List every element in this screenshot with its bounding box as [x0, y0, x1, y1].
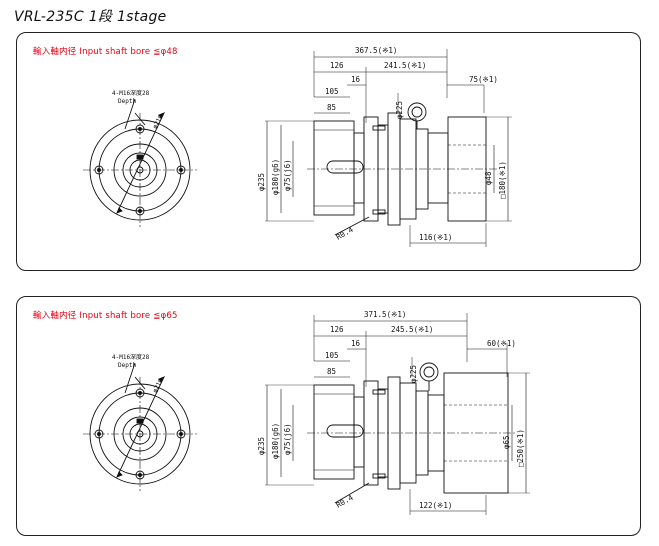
technical-drawing: 4-M16深度28 Depth φ210 367.5(※1) 126 241.5… — [83, 46, 512, 247]
input-bore-note: 輸入軸内径 Input shaft bore ≦φ48 — [33, 47, 178, 57]
dim-241: 245.5(※1) — [391, 325, 433, 334]
page-title: VRL-235C 1段 1stage — [14, 9, 167, 25]
side-view — [265, 313, 530, 515]
dim-75: 60(※1) — [487, 339, 516, 348]
technical-drawing: 4-M16深度28 Depth φ210 371.5(※1) 126 245.5… — [83, 310, 530, 515]
dim-phi180: φ180(g6) — [271, 423, 280, 459]
side-view — [265, 49, 512, 247]
dim-16: 16 — [351, 75, 361, 84]
dim-phi225: φ225 — [409, 365, 418, 383]
dim-105: 105 — [325, 351, 339, 360]
dim-r: R0.4 — [335, 225, 356, 242]
dim-phi235: φ235 — [257, 437, 266, 455]
depth-label: Depth — [118, 98, 136, 105]
dim-75: 75(※1) — [469, 75, 498, 84]
dim-total: 367.5(※1) — [355, 46, 397, 55]
dim-241: 241.5(※1) — [384, 61, 426, 70]
dim-126: 126 — [330, 61, 344, 70]
dim-105: 105 — [325, 87, 339, 96]
holes-label: 4-M16深度28 — [112, 89, 150, 97]
dim-phi235: φ235 — [257, 173, 266, 191]
dim-phi75: φ75(j6) — [283, 159, 292, 191]
dim-16: 16 — [351, 339, 361, 348]
front-view — [83, 98, 197, 227]
depth-label: Depth — [118, 362, 136, 369]
dim-sq: □250(※1) — [516, 429, 525, 467]
dim-phi48: φ48 — [484, 171, 493, 185]
input-bore-note: 輸入軸内径 Input shaft bore ≦φ65 — [33, 311, 178, 321]
dim-phi225: φ225 — [395, 101, 404, 119]
dim-85: 85 — [327, 367, 336, 376]
dim-phi48: φ65 — [502, 435, 511, 449]
dim-85: 85 — [327, 103, 336, 112]
dim-phi180: φ180(g6) — [271, 159, 280, 195]
dim-phi75: φ75(j6) — [283, 423, 292, 455]
front-view — [83, 362, 197, 491]
dim-bottom: 116(※1) — [419, 233, 452, 242]
dim-126: 126 — [330, 325, 344, 334]
drawing-panel-1: 輸入軸内径 Input shaft bore ≦φ48 — [16, 32, 641, 271]
dim-sq: □180(※1) — [498, 161, 507, 199]
dim-bottom: 122(※1) — [419, 501, 452, 510]
drawing-panel-2: 輸入軸内径 Input shaft bore ≦φ65 — [16, 296, 641, 536]
dim-r: R0.4 — [335, 493, 356, 510]
holes-label: 4-M16深度28 — [112, 353, 150, 361]
dim-total: 371.5(※1) — [364, 310, 406, 319]
